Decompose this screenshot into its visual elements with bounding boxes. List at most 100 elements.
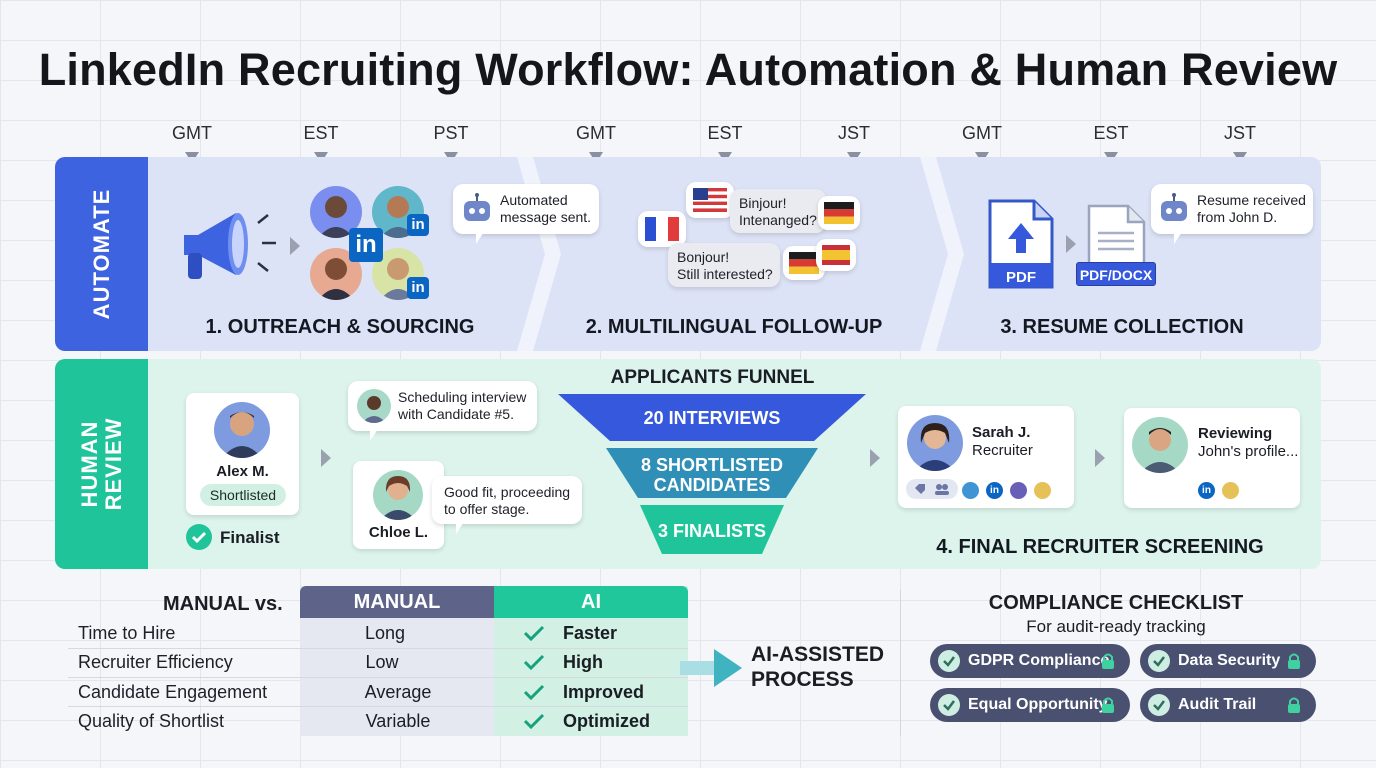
bubble-text: from John D.: [1197, 209, 1278, 225]
bubble-text: Still interested?: [677, 266, 773, 282]
column-header: AI: [581, 591, 601, 613]
avatar: [373, 470, 423, 520]
candidate-avatar: [310, 248, 362, 300]
result-line: PROCESS: [751, 667, 854, 691]
pdf-upload-icon: [988, 199, 1054, 289]
funnel-level-interviews: [558, 394, 866, 441]
bubble-tail: [456, 522, 464, 534]
flag-bubble-fr: [638, 211, 686, 247]
recruiter-name: Sarah J.: [972, 424, 1031, 441]
bubble-tail: [1174, 232, 1182, 244]
document-icon: [1087, 204, 1146, 282]
linkedin-icon[interactable]: in: [1198, 482, 1215, 499]
compliance-item-equal-opportunity[interactable]: Equal Opportunity: [930, 688, 1130, 722]
label-line: REVIEW: [100, 417, 126, 511]
automated-message-bubble: Automated message sent.: [453, 184, 599, 234]
compliance-item-label: Audit Trail: [1178, 696, 1257, 713]
row-divider: [68, 677, 688, 678]
linkedin-icon: in: [407, 277, 429, 299]
resume-received-bubble: Resume received from John D.: [1151, 184, 1313, 234]
manual-cell: Long: [364, 623, 406, 643]
file-label-pdf-docx: PDF/DOCX: [1076, 262, 1156, 286]
lock-icon: [1102, 697, 1114, 713]
compliance-subtitle: For audit-ready tracking: [1026, 617, 1206, 636]
tag-icon: [915, 484, 925, 494]
file-label-pdf: PDF: [1006, 269, 1036, 286]
timezone-label: JST: [1223, 123, 1256, 143]
funnel-label: CANDIDATES: [653, 475, 771, 495]
flow-arrow-icon: [290, 237, 300, 255]
table-row-label: Recruiter Efficiency: [78, 652, 233, 672]
robot-icon: [464, 193, 490, 221]
reviewing-text: John's profile...: [1198, 443, 1299, 460]
linkedin-icon[interactable]: in: [986, 482, 1003, 499]
bubble-text: Binjour!: [739, 195, 787, 211]
result-label: AI-ASSISTED PROCESS: [751, 643, 884, 693]
table-header-label: MANUAL vs.: [163, 593, 283, 615]
funnel-label: 8 SHORTLISTED: [640, 455, 783, 475]
usa-flag-icon: [693, 188, 727, 212]
funnel-title: APPLICANTS FUNNEL: [610, 367, 815, 388]
flow-arrow-icon: [1095, 449, 1105, 467]
check-icon: [186, 524, 212, 550]
linkedin-icon: in: [407, 214, 429, 236]
compliance-item-audit-trail[interactable]: Audit Trail: [1140, 688, 1316, 722]
avatar: [214, 402, 270, 458]
lock-icon: [1102, 653, 1114, 669]
robot-icon: [1161, 193, 1187, 221]
table-row-label: Time to Hire: [78, 623, 176, 643]
twitter-icon[interactable]: [962, 482, 979, 499]
candidate-card-chloe[interactable]: Chloe L.: [353, 461, 444, 549]
check-icon: [523, 713, 545, 730]
timezone-label: EST: [707, 123, 743, 143]
compliance-item-label: Equal Opportunity: [968, 696, 1108, 713]
label-line: HUMAN: [76, 420, 102, 508]
manual-column-header: [300, 586, 494, 618]
ai-cell: Improved: [563, 682, 645, 702]
lock-icon: [1288, 653, 1300, 669]
funnel-label: 3 FINALISTS: [657, 521, 766, 541]
flow-arrow-icon: [1066, 235, 1076, 253]
reviewing-text: Reviewing: [1198, 425, 1273, 442]
badge-icon[interactable]: [1034, 482, 1051, 499]
badge-icon[interactable]: [1222, 482, 1239, 499]
stage-title-final-screening: 4. FINAL RECRUITER SCREENING: [936, 536, 1264, 558]
section-divider: [900, 590, 901, 736]
bubble-text: Good fit, proceeding: [444, 484, 571, 500]
tag-pill: [906, 479, 958, 499]
email-icon[interactable]: [1010, 482, 1027, 499]
avatar: [357, 389, 391, 423]
candidate-card-alex[interactable]: Alex M. Shortlisted: [186, 393, 299, 515]
bubble-tail: [476, 232, 484, 244]
stage-title-resume: 3. RESUME COLLECTION: [1000, 316, 1244, 338]
compliance-title: COMPLIANCE CHECKLIST: [988, 592, 1244, 614]
reviewing-card[interactable]: Reviewing John's profile... in: [1124, 408, 1300, 508]
ai-cell: Faster: [563, 623, 618, 643]
compliance-item-data-security[interactable]: Data Security: [1140, 644, 1316, 678]
manual-cell: Low: [365, 652, 399, 672]
human-review-label: HUMAN REVIEW: [76, 417, 126, 511]
france-flag-icon: [645, 217, 679, 241]
row-divider: [68, 706, 688, 707]
table-row-label: Quality of Shortlist: [78, 711, 225, 731]
flow-arrow-icon: [870, 449, 880, 467]
bubble-text: Intenanged?: [739, 212, 817, 228]
bubble-text: message sent.: [500, 209, 592, 225]
row-divider: [68, 648, 688, 649]
funnel-level-finalists: [640, 505, 784, 554]
compliance-item-gdpr[interactable]: GDPR Compliance: [930, 644, 1130, 678]
compliance-item-label: GDPR Compliance: [968, 652, 1110, 669]
candidate-name: Chloe L.: [368, 524, 429, 541]
recruiter-card-sarah[interactable]: Sarah J. Recruiter in: [898, 406, 1074, 508]
manual-cell: Variable: [365, 711, 431, 731]
germany-flag-icon: [824, 202, 854, 224]
candidate-name: Alex M.: [216, 463, 269, 480]
check-icon: [523, 684, 545, 701]
check-icon: [523, 654, 545, 671]
check-icon: [1148, 694, 1170, 716]
bubble-text: Resume received: [1197, 192, 1306, 208]
check-icon: [1148, 650, 1170, 672]
timezone-label: EST: [303, 123, 339, 143]
timezone-label: GMT: [172, 123, 212, 143]
timezone-label: GMT: [962, 123, 1002, 143]
